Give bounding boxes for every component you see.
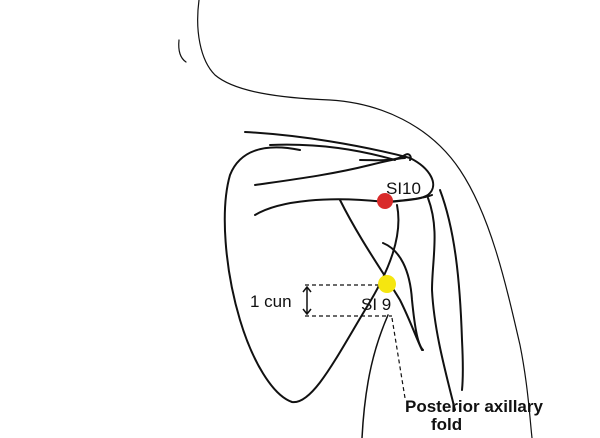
teres-line bbox=[382, 242, 424, 351]
si10-point bbox=[377, 193, 393, 209]
humerus-line-1 bbox=[427, 197, 456, 411]
si9-label: SI 9 bbox=[361, 295, 392, 314]
si9-point bbox=[378, 275, 396, 293]
cun-arrow bbox=[302, 285, 312, 316]
fold-label-line2: fold bbox=[431, 415, 463, 434]
neck-outline bbox=[197, 0, 533, 438]
fold-leader-line bbox=[391, 317, 406, 399]
si10-label: SI10 bbox=[386, 179, 421, 198]
scapular-spine-base bbox=[254, 194, 433, 216]
deltoid-line bbox=[339, 199, 423, 351]
acromion-line bbox=[359, 153, 412, 162]
clavicle-line bbox=[269, 143, 396, 161]
fold-label-line1: Posterior axillary bbox=[405, 397, 543, 416]
scapula-outline bbox=[223, 146, 400, 404]
cun-label: 1 cun bbox=[250, 292, 292, 311]
humerus-line-2 bbox=[439, 189, 464, 391]
axillary-curve bbox=[361, 314, 389, 438]
head-outline bbox=[178, 39, 187, 63]
scapular-spine-lower bbox=[254, 157, 406, 186]
